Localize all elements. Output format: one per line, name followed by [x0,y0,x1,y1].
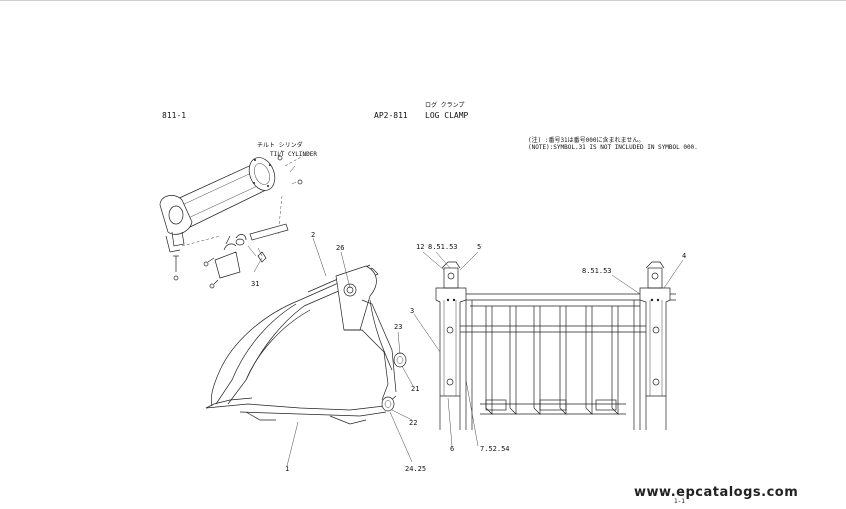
cylinder-label-jp: チルト シリンダ [257,142,303,149]
watermark-link[interactable]: www.epcatalogs.com [634,485,799,500]
note-jp: (注) :番号31は番号000に含まれません。 [528,137,645,144]
note-en: (NOTE):SYMBOL.31 IS NOT INCLUDED IN SYMB… [528,144,698,151]
page-number: 1-1 [674,498,685,505]
drawing-code: AP2-811 [374,111,408,120]
callout-24-25: 24.25 [405,465,427,473]
callout-6: 6 [450,445,455,453]
callout-23: 23 [394,323,403,331]
page-title: LOG CLAMP [425,111,469,120]
callout-5: 5 [477,243,482,251]
clamp-front-view [413,251,684,447]
callout-4: 4 [682,252,687,260]
callout-8-51-53-right: 8.51.53 [582,267,612,275]
callout-26: 26 [336,244,345,252]
page-ref: 811-1 [162,111,187,120]
callout-31: 31 [251,280,260,288]
callout-22: 22 [409,419,418,427]
callout-21: 21 [411,385,420,393]
callout-12: 12 [416,243,425,251]
cylinder-label-en: TILT CYLINDER [270,151,317,158]
title-jp: ログ クランプ [425,102,465,109]
callout-2: 2 [311,231,316,239]
top-border [0,0,846,1]
tilt-cylinder-drawing [159,149,311,289]
callout-7-52-54: 7.52.54 [480,445,510,453]
callout-1: 1 [285,465,290,473]
clamp-side-view [205,237,414,467]
callout-3: 3 [410,307,415,315]
callout-8-51-53-left: 8.51.53 [428,243,458,251]
